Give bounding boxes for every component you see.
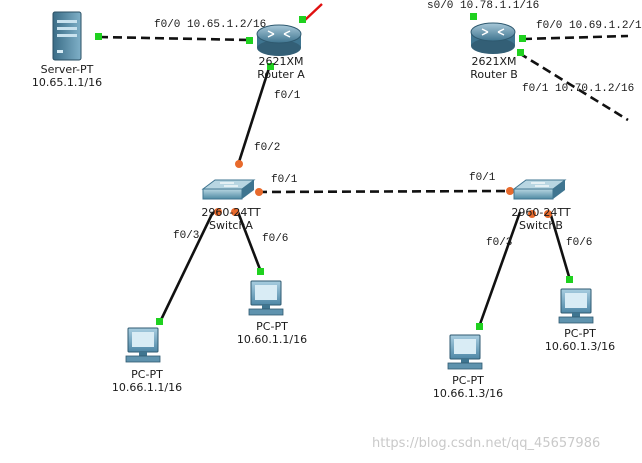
port-label-sa-f03: f0/3 [173, 230, 200, 242]
server-icon[interactable] [52, 11, 82, 61]
switch-icon[interactable] [201, 179, 256, 200]
link-switcha-switchb[interactable] [257, 189, 511, 194]
server-model: Server-PT [40, 63, 94, 76]
port-label-sb-f06: f0/6 [566, 237, 593, 249]
port-label-rb-f01: f0/1 10.70.1.2/16 [522, 83, 635, 95]
port-up-indicator [246, 37, 253, 44]
switch-a-name: SwitchA [209, 219, 253, 232]
link-routera-serial[interactable] [304, 3, 323, 21]
pc-b3-ip: 10.66.1.3/16 [432, 387, 504, 400]
links [98, 3, 629, 328]
link-routerb-right[interactable] [522, 34, 629, 41]
port-label-ra-f00: f0/0 10.65.1.2/16 [154, 19, 267, 31]
port-down-indicator [528, 210, 536, 218]
switch-b-name: SwitchB [519, 219, 563, 232]
pc-icon[interactable] [248, 280, 284, 316]
port-down-indicator [235, 160, 243, 168]
router-icon[interactable] [256, 24, 302, 56]
port-down-indicator [255, 188, 263, 196]
router-b-label: 2621XM Router B [470, 55, 518, 81]
pc-a6-model: PC-PT [256, 320, 288, 333]
watermark-text: https://blog.csdn.net/qq_45657986 [372, 436, 601, 451]
pc-a6-ip: 10.60.1.1/16 [236, 333, 308, 346]
pc-a3-ip: 10.66.1.1/16 [111, 381, 183, 394]
router-icon[interactable] [470, 22, 516, 54]
port-label-rb-s00: s0/0 10.78.1.1/16 [427, 0, 540, 12]
switch-a-model: 2960-24TT [201, 206, 261, 219]
port-up-indicator [470, 13, 477, 20]
link-switcha-pca6[interactable] [236, 211, 263, 273]
port-up-indicator [566, 276, 573, 283]
port-label-sb-f03: f0/3 [486, 237, 513, 249]
pc-icon[interactable] [125, 327, 161, 363]
port-up-indicator [257, 268, 264, 275]
pc-icon[interactable] [447, 334, 483, 370]
port-up-indicator [95, 33, 102, 40]
router-a-name: Router A [257, 68, 305, 81]
switch-b-label: 2960-24TT SwitchB [511, 206, 570, 232]
link-routerb-downright[interactable] [518, 51, 629, 122]
server-label: Server-PT 10.65.1.1/16 [32, 63, 102, 89]
pc-a3-model: PC-PT [131, 368, 163, 381]
port-label-sa-f01: f0/1 [271, 174, 298, 186]
switch-a-label: 2960-24TT SwitchA [201, 206, 260, 232]
port-label-ra-f01: f0/1 [274, 90, 301, 102]
port-down-indicator [506, 187, 514, 195]
server-ip: 10.65.1.1/16 [31, 76, 103, 89]
network-diagram [52, 3, 629, 370]
pc-b3-model: PC-PT [452, 374, 484, 387]
port-up-indicator [299, 16, 306, 23]
port-down-indicator [214, 208, 222, 216]
port-down-indicator [544, 210, 552, 218]
port-label-sa-f06: f0/6 [262, 233, 289, 245]
pc-a6-label: PC-PT 10.60.1.1/16 [237, 320, 307, 346]
pc-b6-ip: 10.60.1.3/16 [544, 340, 616, 353]
switch-icon[interactable] [512, 179, 567, 200]
link-switchb-pcb3[interactable] [477, 211, 522, 328]
link-server-routera[interactable] [98, 35, 251, 42]
router-a-model: 2621XM [258, 55, 304, 68]
link-switcha-pca3[interactable] [158, 211, 215, 323]
port-up-indicator [519, 35, 526, 42]
pc-b6-model: PC-PT [564, 327, 596, 340]
port-label-sb-f01: f0/1 [469, 172, 496, 184]
pc-b3-label: PC-PT 10.66.1.3/16 [433, 374, 503, 400]
router-a-label: 2621XM Router A [257, 55, 304, 81]
port-up-indicator [156, 318, 163, 325]
link-switchb-pcb6[interactable] [548, 211, 572, 281]
pc-icon[interactable] [558, 288, 594, 324]
port-up-indicator [476, 323, 483, 330]
port-up-indicator [517, 49, 524, 56]
switch-b-model: 2960-24TT [511, 206, 571, 219]
port-down-indicator [231, 208, 239, 216]
pc-a3-label: PC-PT 10.66.1.1/16 [112, 368, 182, 394]
router-b-name: Router B [470, 68, 518, 81]
port-indicators [95, 13, 573, 330]
link-routera-switcha[interactable] [236, 64, 272, 166]
port-label-rb-f00: f0/0 10.69.1.2/1 [536, 20, 642, 32]
router-b-model: 2621XM [471, 55, 517, 68]
port-label-sa-f02: f0/2 [254, 142, 281, 154]
pc-b6-label: PC-PT 10.60.1.3/16 [545, 327, 615, 353]
port-up-indicator [267, 63, 274, 70]
